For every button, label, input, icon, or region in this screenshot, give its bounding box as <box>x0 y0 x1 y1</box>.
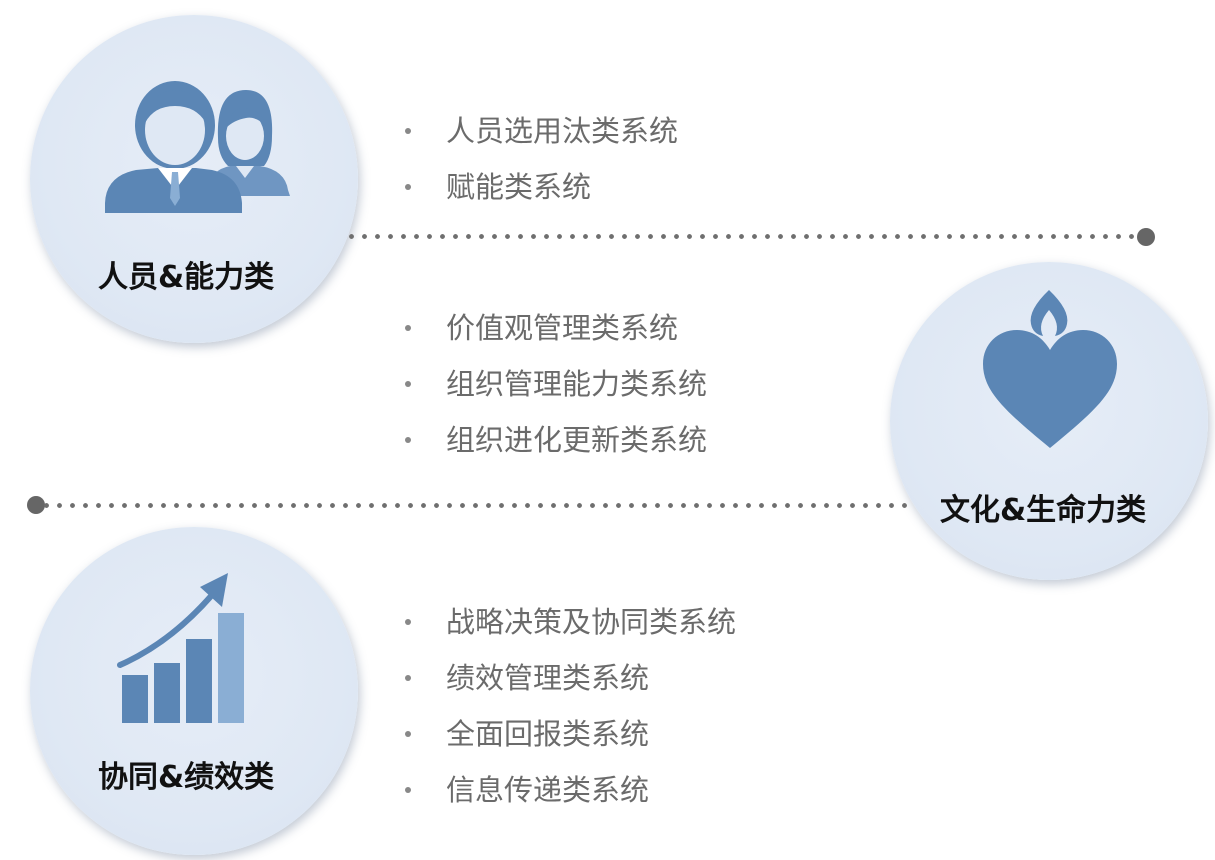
list-item: 价值观管理类系统 <box>402 300 707 356</box>
divider-dotted-bottom <box>40 503 910 508</box>
growth-chart-icon <box>117 573 244 723</box>
category-label-synergy: 协同&绩效类 <box>98 760 275 795</box>
people-icon <box>105 81 290 213</box>
divider-dotted-top <box>345 234 1142 239</box>
heart-flame-icon <box>983 290 1117 448</box>
divider-endpoint-right <box>1137 228 1155 246</box>
list-item: 赋能类系统 <box>402 159 678 215</box>
category-label-culture: 文化&生命力类 <box>940 493 1147 528</box>
list-item: 战略决策及协同类系统 <box>402 594 736 650</box>
list-item: 组织管理能力类系统 <box>402 356 707 412</box>
list-synergy-systems: 战略决策及协同类系统 绩效管理类系统 全面回报类系统 信息传递类系统 <box>402 594 736 818</box>
list-item: 绩效管理类系统 <box>402 650 736 706</box>
list-item: 信息传递类系统 <box>402 762 736 818</box>
list-item: 全面回报类系统 <box>402 706 736 762</box>
category-label-people: 人员&能力类 <box>98 260 275 295</box>
list-culture-systems: 价值观管理类系统 组织管理能力类系统 组织进化更新类系统 <box>402 300 707 468</box>
list-item: 组织进化更新类系统 <box>402 412 707 468</box>
list-people-systems: 人员选用汰类系统 赋能类系统 <box>402 103 678 215</box>
divider-endpoint-left <box>27 496 45 514</box>
list-item: 人员选用汰类系统 <box>402 103 678 159</box>
